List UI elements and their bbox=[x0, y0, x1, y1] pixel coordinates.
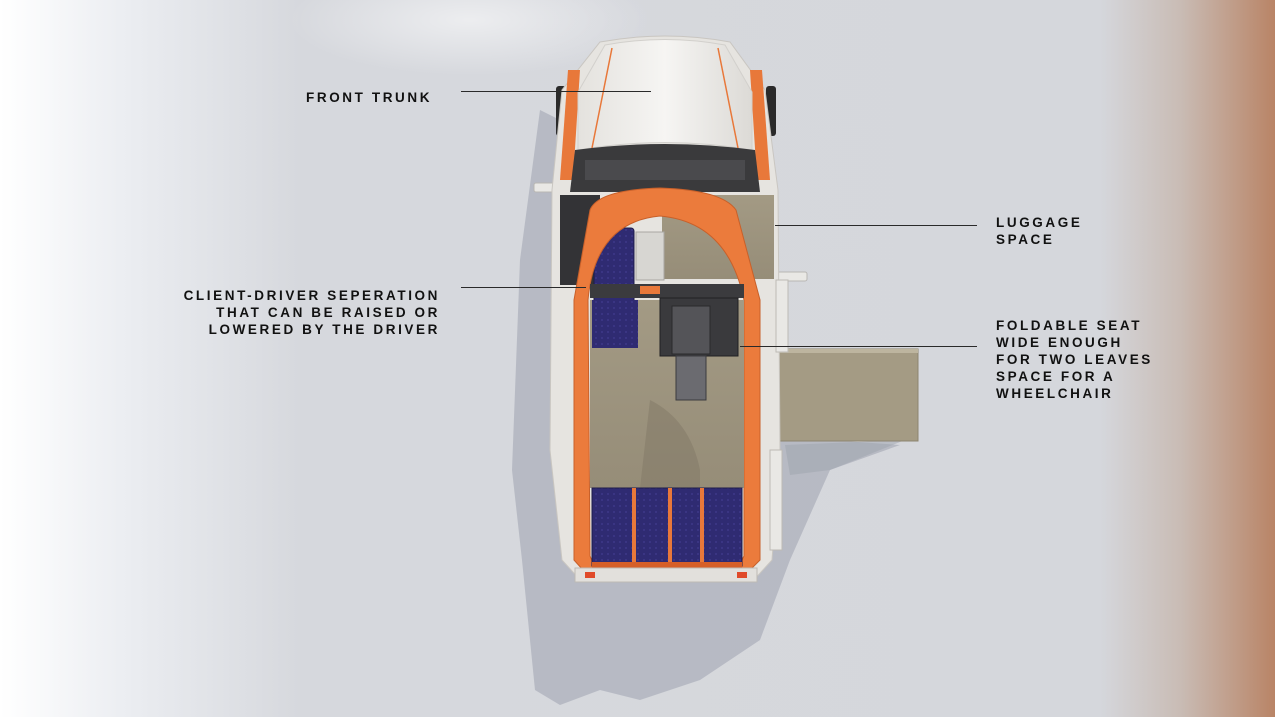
rear-bench-seat bbox=[591, 487, 743, 567]
leader-luggage-space bbox=[775, 225, 977, 226]
label-luggage-space: LUGGAGE SPACE bbox=[996, 214, 1082, 248]
label-line: FRONT TRUNK bbox=[306, 90, 433, 105]
wheelchair-ramp bbox=[777, 348, 919, 442]
label-line: SPACE FOR A bbox=[996, 369, 1116, 384]
left-mirror bbox=[533, 182, 555, 193]
label-client-driver-separation: CLIENT-DRIVER SEPERATION THAT CAN BE RAI… bbox=[140, 287, 440, 338]
label-front-trunk: FRONT TRUNK bbox=[306, 89, 432, 106]
label-line: THAT CAN BE RAISED OR bbox=[216, 305, 440, 320]
open-side-door bbox=[775, 279, 789, 353]
front-trunk-hood bbox=[577, 39, 753, 151]
leader-foldable-seat bbox=[740, 346, 977, 347]
leader-front-trunk bbox=[461, 91, 651, 92]
label-line: FOLDABLE SEAT bbox=[996, 318, 1143, 333]
label-line: WIDE ENOUGH bbox=[996, 335, 1123, 350]
label-line: WHEELCHAIR bbox=[996, 386, 1114, 401]
label-line: LUGGAGE bbox=[996, 215, 1083, 230]
ramp-shadow bbox=[785, 440, 905, 475]
orange-arch-frame bbox=[573, 187, 761, 581]
label-foldable-seat: FOLDABLE SEAT WIDE ENOUGH FOR TWO LEAVES… bbox=[996, 317, 1153, 402]
label-line: CLIENT-DRIVER SEPERATION bbox=[183, 288, 440, 303]
label-line: SPACE bbox=[996, 232, 1055, 247]
leader-client-driver bbox=[461, 287, 586, 288]
label-line: FOR TWO LEAVES bbox=[996, 352, 1153, 367]
label-line: LOWERED BY THE DRIVER bbox=[208, 322, 440, 337]
